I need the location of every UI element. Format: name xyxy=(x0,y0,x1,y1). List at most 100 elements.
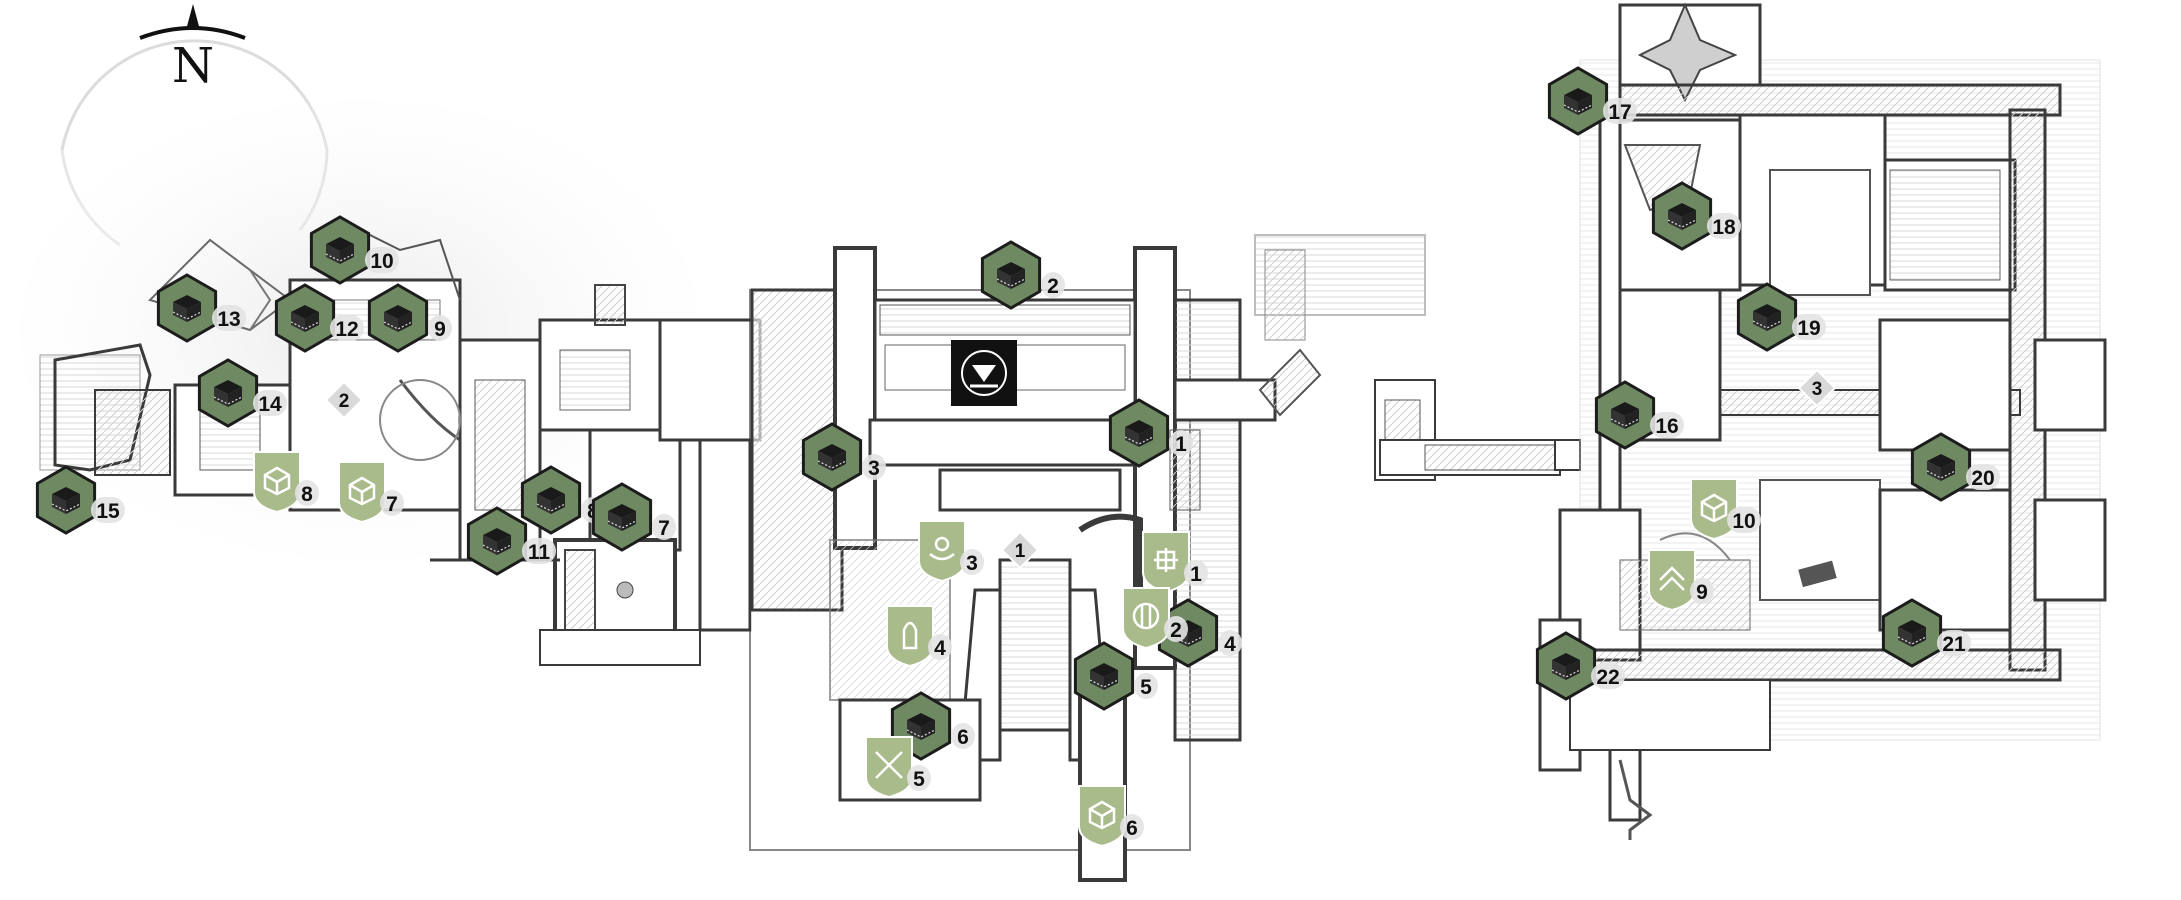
crate-icon xyxy=(1752,304,1782,331)
crate-marker-number: 18 xyxy=(1712,216,1736,239)
waypoint-number: 1 xyxy=(1015,541,1026,562)
diamond-icon xyxy=(324,380,364,420)
ability-marker-7[interactable]: 7 xyxy=(338,461,404,524)
objective-icon[interactable] xyxy=(961,350,1007,396)
crate-marker-22[interactable]: 22 xyxy=(1535,631,1625,701)
aircraft-tail-icon xyxy=(1618,759,1653,840)
ability-marker-5[interactable]: 5 xyxy=(865,736,931,799)
crate-marker-number: 1 xyxy=(1175,433,1187,456)
connector-corridor-floorplan xyxy=(1254,234,1581,481)
crate-icon xyxy=(1897,620,1927,647)
shield-badge xyxy=(886,605,934,668)
crate-icon xyxy=(1551,653,1581,680)
crate-marker-number: 19 xyxy=(1797,317,1820,340)
cube-icon xyxy=(1700,493,1728,523)
crossed-swords-icon xyxy=(875,751,903,779)
target-icon xyxy=(1132,602,1160,630)
west-wing-floorplan xyxy=(20,100,762,666)
crate-icon xyxy=(1667,203,1697,230)
crate-marker-number: 11 xyxy=(528,541,551,564)
crate-marker-2[interactable]: 2 xyxy=(980,240,1065,310)
ability-marker-9[interactable]: 9 xyxy=(1648,549,1714,612)
crate-icon xyxy=(536,487,566,514)
crate-marker-number: 6 xyxy=(957,726,969,749)
crate-marker-13[interactable]: 13 xyxy=(156,273,246,343)
medkit-icon xyxy=(1154,548,1178,572)
east-hangar-floorplan xyxy=(1538,2,2107,840)
ability-marker-number: 1 xyxy=(1190,563,1202,586)
crate-marker-9[interactable]: 9 xyxy=(367,283,452,353)
crate-marker-number: 2 xyxy=(1047,275,1059,298)
waypoint-marker-1[interactable]: 1 xyxy=(1000,530,1040,570)
shield-badge xyxy=(1122,587,1170,650)
crate-marker-1[interactable]: 1 xyxy=(1108,398,1193,468)
arrows-up-icon xyxy=(1659,566,1685,591)
ability-marker-number: 7 xyxy=(386,493,398,516)
ability-marker-number: 9 xyxy=(1696,581,1708,604)
crate-icon xyxy=(290,305,320,332)
crate-marker-15[interactable]: 15 xyxy=(35,465,125,535)
crate-marker-20[interactable]: 20 xyxy=(1910,432,2000,502)
diamond-icon xyxy=(1797,368,1837,408)
crate-marker-17[interactable]: 17 xyxy=(1547,66,1637,136)
crate-marker-number: 13 xyxy=(217,308,240,331)
crate-marker-11[interactable]: 11 xyxy=(466,506,556,576)
ability-marker-1[interactable]: 1 xyxy=(1142,531,1208,594)
crate-icon xyxy=(51,487,81,514)
crate-marker-18[interactable]: 18 xyxy=(1651,181,1741,251)
crate-icon xyxy=(996,262,1026,289)
crate-marker-7[interactable]: 7 xyxy=(591,482,676,552)
crate-marker-number: 7 xyxy=(658,517,670,540)
cube-icon xyxy=(1088,800,1116,830)
crate-marker-number: 12 xyxy=(335,318,358,341)
waypoint-marker-2[interactable]: 2 xyxy=(324,380,364,420)
crate-icon xyxy=(482,528,512,555)
crate-icon xyxy=(213,380,243,407)
crate-marker-3[interactable]: 3 xyxy=(801,422,886,492)
ability-marker-3[interactable]: 3 xyxy=(918,520,984,583)
ability-marker-8[interactable]: 8 xyxy=(253,451,319,514)
crate-icon xyxy=(1610,402,1640,429)
crate-icon xyxy=(1089,663,1119,690)
ability-marker-number: 2 xyxy=(1170,619,1182,642)
crate-marker-number: 22 xyxy=(1596,666,1619,689)
crate-marker-14[interactable]: 14 xyxy=(197,358,287,428)
crate-marker-16[interactable]: 16 xyxy=(1594,380,1684,450)
crate-marker-10[interactable]: 10 xyxy=(309,215,399,285)
waypoint-marker-3[interactable]: 3 xyxy=(1797,368,1837,408)
ability-marker-2[interactable]: 2 xyxy=(1122,587,1188,650)
ability-marker-number: 6 xyxy=(1126,817,1138,840)
shield-badge xyxy=(1648,549,1696,612)
ability-marker-number: 4 xyxy=(934,637,946,660)
waypoint-number: 3 xyxy=(1812,379,1823,400)
crate-icon xyxy=(607,504,637,531)
ability-marker-6[interactable]: 6 xyxy=(1078,785,1144,848)
crate-marker-number: 14 xyxy=(258,393,282,416)
markers-layer: 1013129141587112314561718191620212287341… xyxy=(35,66,2000,848)
crate-marker-number: 3 xyxy=(868,457,880,480)
ability-marker-number: 5 xyxy=(913,768,925,791)
crate-icon xyxy=(383,305,413,332)
crate-marker-number: 15 xyxy=(96,500,120,523)
crate-marker-21[interactable]: 21 xyxy=(1881,598,1971,668)
diamond-icon xyxy=(1000,530,1040,570)
ship-icon xyxy=(929,536,955,561)
crate-icon xyxy=(1563,88,1593,115)
ability-marker-number: 3 xyxy=(966,552,978,575)
bullet-icon xyxy=(902,621,918,650)
ability-marker-4[interactable]: 4 xyxy=(886,605,952,668)
ability-marker-10[interactable]: 10 xyxy=(1690,478,1761,541)
compass-north-label: N xyxy=(172,38,214,94)
waypoint-number: 2 xyxy=(339,391,350,412)
crate-icon xyxy=(906,713,936,740)
crate-marker-number: 9 xyxy=(434,318,446,341)
crate-marker-19[interactable]: 19 xyxy=(1736,282,1826,352)
crate-marker-12[interactable]: 12 xyxy=(274,283,364,353)
ability-marker-number: 8 xyxy=(301,483,313,506)
crate-marker-number: 21 xyxy=(1942,633,1966,656)
north-arrow-icon xyxy=(186,4,200,30)
crate-marker-number: 10 xyxy=(370,250,393,273)
crate-marker-number: 4 xyxy=(1224,633,1236,656)
crate-marker-5[interactable]: 5 xyxy=(1073,641,1158,711)
